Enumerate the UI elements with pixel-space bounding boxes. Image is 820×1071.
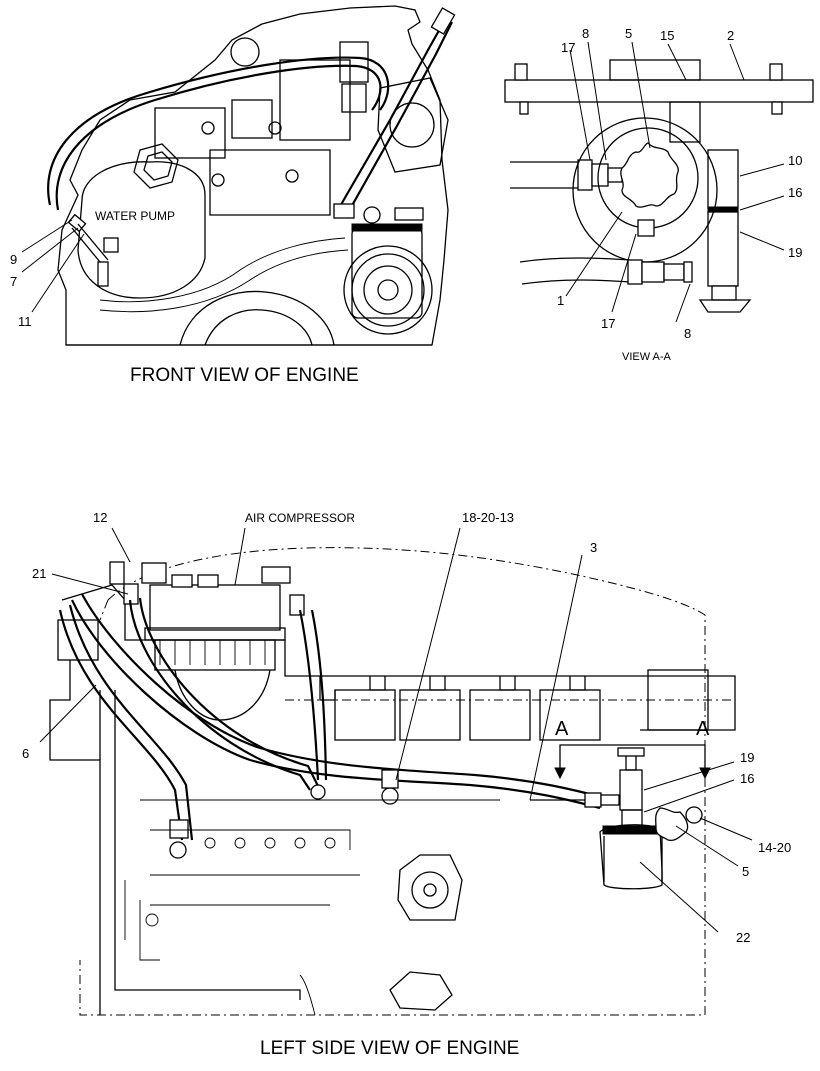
callout-left-5: 5 bbox=[742, 864, 749, 879]
callout-aa-16: 16 bbox=[788, 185, 802, 200]
callout-left-18-20-13: 18-20-13 bbox=[462, 510, 514, 525]
front-view-drawing bbox=[47, 5, 456, 346]
caption-left-side-view: LEFT SIDE VIEW OF ENGINE bbox=[260, 1038, 519, 1059]
section-marker-a-right: A bbox=[696, 718, 710, 740]
callout-left-14-20: 14-20 bbox=[758, 840, 791, 855]
air-compressor-label: AIR COMPRESSOR bbox=[245, 511, 355, 525]
callout-aa-10: 10 bbox=[788, 153, 802, 168]
water-pump-label: WATER PUMP bbox=[95, 209, 175, 223]
front-view-labels: WATER PUMP 9 7 11 FRONT VIEW OF ENGINE bbox=[10, 209, 359, 386]
callout-left-19: 19 bbox=[740, 750, 754, 765]
callout-left-3: 3 bbox=[590, 540, 597, 555]
caption-view-aa: VIEW A-A bbox=[622, 351, 672, 363]
callout-aa-1: 1 bbox=[557, 293, 564, 308]
left-side-labels: AIR COMPRESSOR A A 12 21 18-20-13 3 6 19… bbox=[22, 510, 791, 1059]
callout-aa-5: 5 bbox=[625, 26, 632, 41]
caption-front-view: FRONT VIEW OF ENGINE bbox=[130, 365, 359, 386]
left-side-drawing bbox=[49, 547, 736, 1016]
section-marker-a-left: A bbox=[555, 718, 569, 740]
callout-front-11: 11 bbox=[18, 314, 32, 329]
callout-left-22: 22 bbox=[736, 930, 750, 945]
callout-front-7: 7 bbox=[10, 274, 17, 289]
callout-aa-19: 19 bbox=[788, 245, 802, 260]
callout-aa-17-top: 17 bbox=[561, 40, 575, 55]
callout-aa-15: 15 bbox=[660, 28, 674, 43]
callout-left-12: 12 bbox=[93, 510, 107, 525]
view-aa-labels: 17 8 5 15 2 10 16 19 1 17 8 VIEW A-A bbox=[557, 26, 802, 363]
callout-left-6: 6 bbox=[22, 746, 29, 761]
callout-left-16: 16 bbox=[740, 771, 754, 786]
callout-aa-2: 2 bbox=[727, 28, 734, 43]
callout-aa-17-bottom: 17 bbox=[601, 316, 615, 331]
callout-aa-8-bottom: 8 bbox=[684, 326, 691, 341]
view-aa-drawing bbox=[504, 59, 814, 313]
callout-front-9: 9 bbox=[10, 252, 17, 267]
callout-aa-8-top: 8 bbox=[582, 26, 589, 41]
callout-left-21: 21 bbox=[32, 566, 46, 581]
